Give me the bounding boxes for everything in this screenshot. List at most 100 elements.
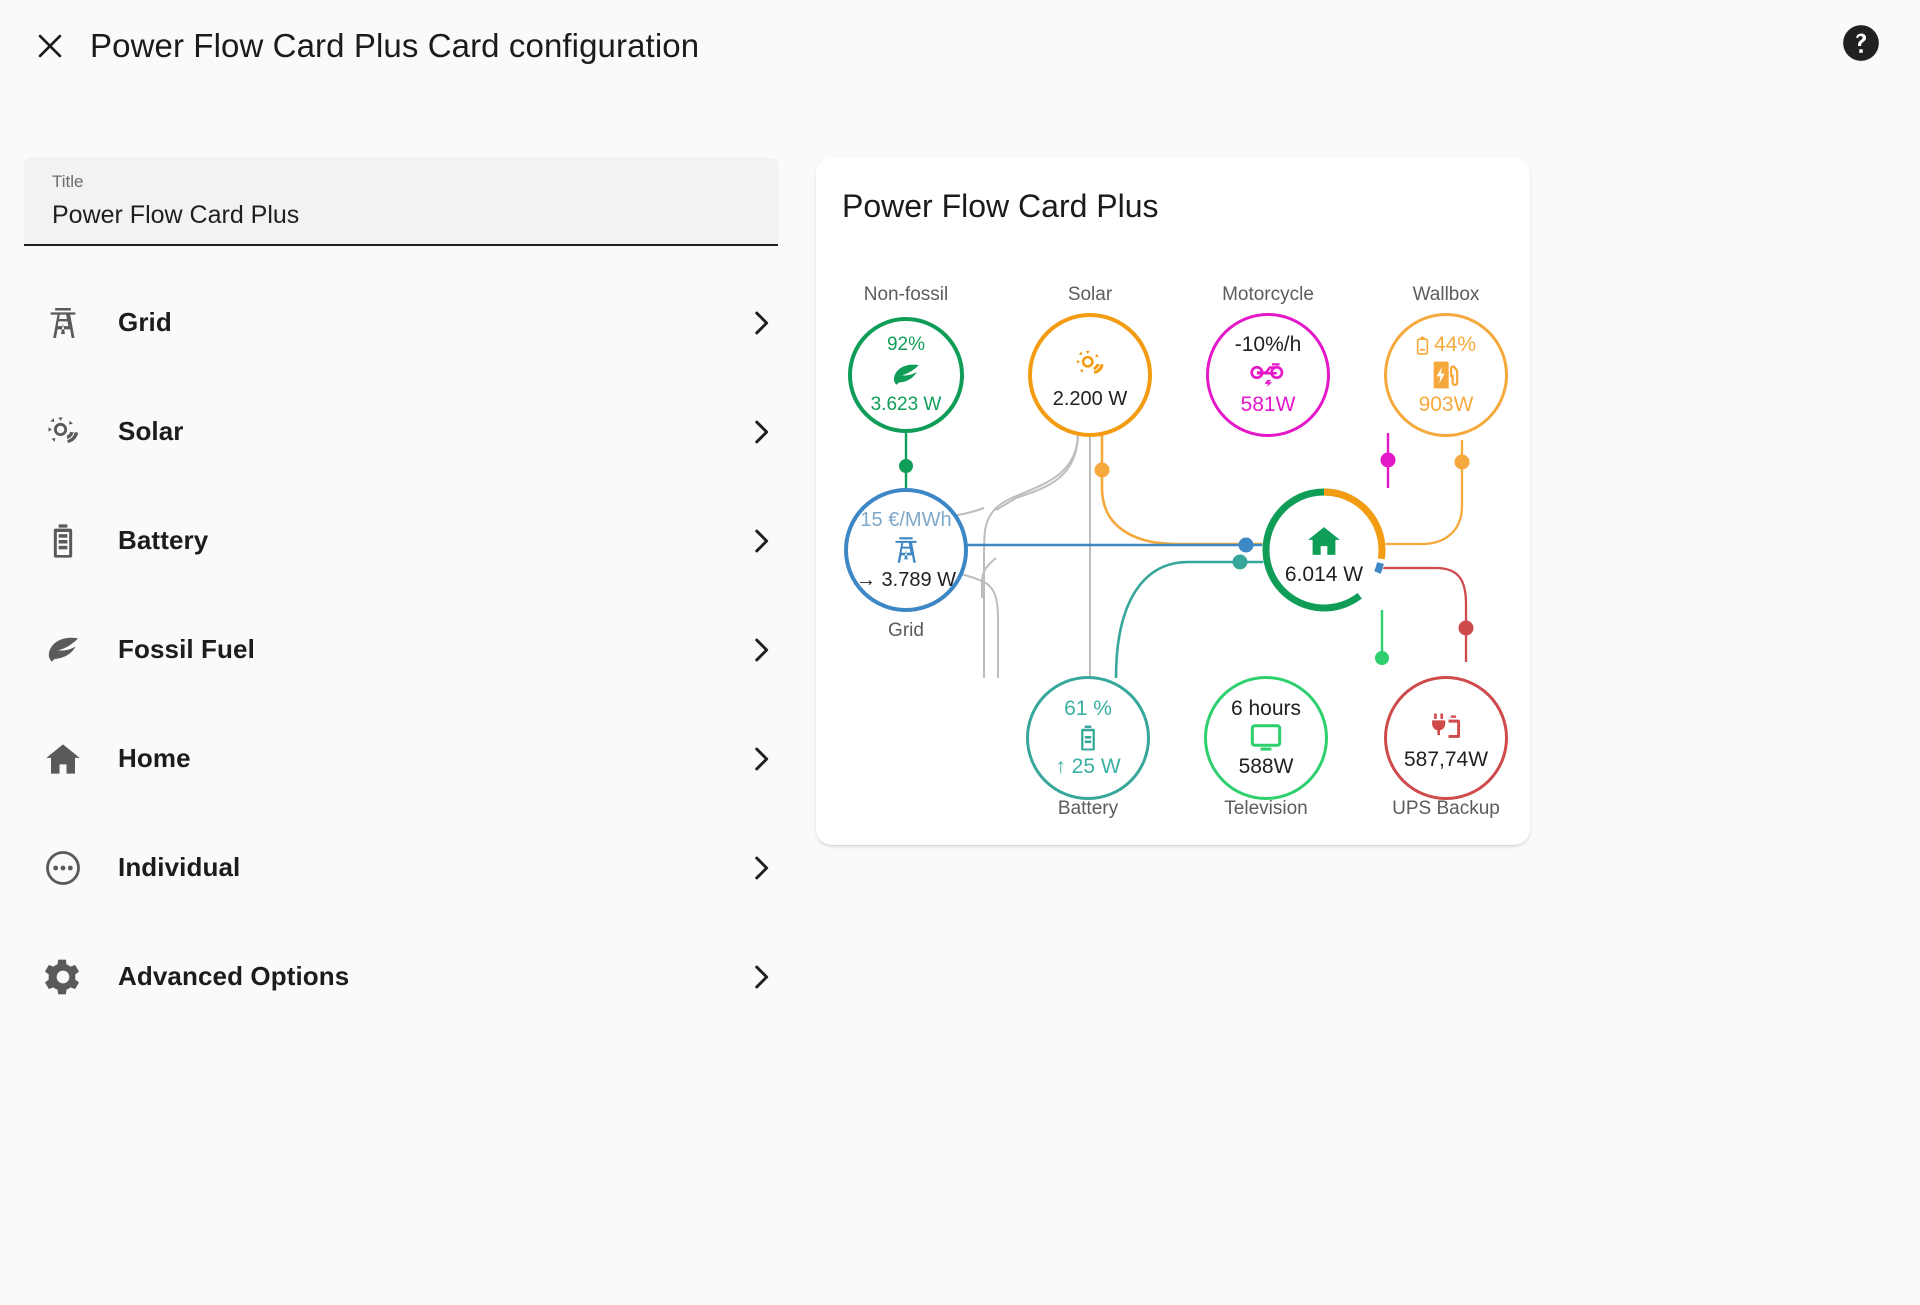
leaf-icon [40,630,86,670]
flow-dot-ups [1458,620,1474,636]
sidebar-item-label: Fossil Fuel [118,634,255,664]
flow-line-battery-home [1114,560,1268,679]
node-caption-battery: Battery [1057,798,1119,819]
sidebar-item-label: Home [118,743,191,773]
flow-line-inactive-a [983,432,1079,678]
home-ring [1262,488,1386,612]
node-battery[interactable]: 61 % ↑ 25 W [1026,676,1150,800]
node-home[interactable]: 6.014 W [1262,488,1386,612]
chevron-right-icon[interactable] [744,524,778,558]
sidebar-item-label: Advanced Options [118,961,350,991]
sidebar-item-home[interactable]: Home [24,704,778,813]
config-panel: Title Power Flow Card Plus Grid [24,158,778,1031]
flow-lines [899,432,1474,679]
solar-power-icon [1072,346,1108,382]
motorbike-electric-icon [1249,358,1287,392]
sidebar-item-label: Solar [118,416,184,446]
node-caption-television: Television [1224,798,1308,819]
transmission-tower-icon [889,533,923,567]
flow-dot-television [1375,651,1389,665]
node-ups-backup[interactable]: 587,74W [1384,676,1508,800]
sidebar-item-label: Battery [118,525,209,555]
flow-line-solar-home [1100,433,1268,546]
ev-station-icon [1429,358,1463,392]
node-top-value: 61 % [1064,697,1112,720]
node-bottom-value: 587,74W [1403,748,1489,771]
node-bottom-value: 2.200 W [1052,388,1128,410]
node-bottom-value: ↑ 25 W [1055,755,1121,778]
title-input-field[interactable]: Title Power Flow Card Plus [24,158,778,246]
flow-dot-motorcycle [1380,452,1396,468]
node-caption-non-fossil: Non-fossil [863,284,949,305]
flow-dot-battery [1232,554,1248,570]
node-bottom-value: 903W [1418,393,1474,416]
node-bottom-value: 581W [1240,393,1296,416]
chevron-right-icon[interactable] [744,742,778,776]
node-television[interactable]: 6 hours 588W [1204,676,1328,800]
page-title: Power Flow Card Plus Card configuration [90,27,700,64]
node-bottom-value: 6.014 W [1284,563,1364,586]
sidebar-item-label: Grid [118,307,172,337]
dialog-header: Power Flow Card Plus Card configuration [0,0,1920,92]
title-input-value: Power Flow Card Plus [52,201,300,229]
dots-circle-icon [40,848,86,888]
flow-dot-wallbox [1454,454,1470,470]
sidebar-item-grid[interactable]: Grid [24,268,778,377]
node-top-value-row: 44% [1416,334,1476,356]
node-top-value: -10%/h [1234,333,1302,356]
chevron-right-icon[interactable] [744,851,778,885]
power-flow-diagram: Non-fossil 92% 3.623 W Solar 2.200 W Mot… [816,158,1530,845]
node-caption-grid: Grid [888,620,924,641]
node-grid[interactable]: 15 €/MWh → 3.789 W [844,488,968,612]
flow-dot-solar [1094,462,1110,478]
node-wallbox[interactable]: 44% 903W [1384,313,1508,437]
battery-icon [40,521,86,561]
help-circle-icon [1843,25,1879,61]
sidebar-item-fossil-fuel[interactable]: Fossil Fuel [24,595,778,704]
node-non-fossil[interactable]: 92% 3.623 W [848,317,964,433]
solar-power-icon [40,412,86,452]
config-section-list: Grid Solar [24,268,778,1031]
chevron-right-icon[interactable] [744,415,778,449]
flow-line-inactive-d [995,432,1079,511]
sidebar-item-battery[interactable]: Battery [24,486,778,595]
chevron-right-icon[interactable] [744,960,778,994]
sidebar-item-individual[interactable]: Individual [24,813,778,922]
chevron-right-icon[interactable] [744,633,778,667]
leaf-icon [889,358,923,392]
preview-card-title: Power Flow Card Plus [842,188,1159,224]
node-solar[interactable]: 2.200 W [1028,313,1152,437]
close-icon [38,34,62,58]
home-icon [40,739,86,779]
sidebar-item-advanced-options[interactable]: Advanced Options [24,922,778,1031]
node-top-value: 44% [1433,333,1477,356]
help-button[interactable] [1840,22,1882,64]
flow-dot-nonfossil [899,459,913,473]
node-caption-solar: Solar [1067,284,1113,305]
flow-line-home-wallbox [1382,440,1464,546]
sidebar-item-label: Individual [118,852,241,882]
gear-icon [40,957,86,997]
node-top-value: 92% [886,334,926,355]
battery-small-icon [1416,336,1429,355]
title-input-label: Title [52,172,84,191]
node-caption-wallbox: Wallbox [1412,284,1480,305]
node-top-value: 6 hours [1230,697,1302,720]
card-preview: Power Flow Card Plus [816,158,1530,845]
node-bottom-value: 588W [1238,755,1294,778]
node-motorcycle[interactable]: -10%/h 581W [1206,313,1330,437]
sidebar-item-solar[interactable]: Solar [24,377,778,486]
battery-icon [1073,722,1103,754]
television-icon [1248,722,1284,754]
flow-line-home-ups [1382,566,1468,662]
node-top-value: 15 €/MWh [860,509,952,531]
node-caption-motorcycle: Motorcycle [1222,284,1314,305]
node-bottom-value: → 3.789 W [855,569,957,591]
chevron-right-icon[interactable] [744,306,778,340]
home-icon [1305,522,1343,560]
transmission-tower-icon [40,303,86,343]
close-dialog-button[interactable] [26,22,74,70]
power-plug-battery-icon [1427,711,1465,745]
node-caption-ups-backup: UPS Backup [1392,798,1500,819]
flow-dot-grid [1238,537,1254,553]
